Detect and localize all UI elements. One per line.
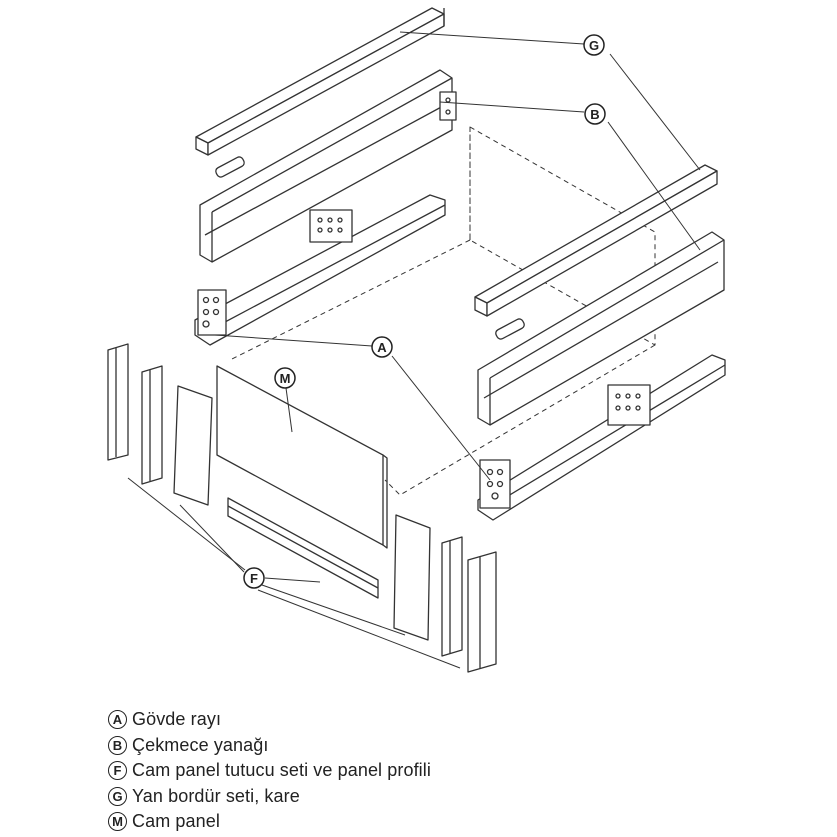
legend-item-a: A Gövde rayı	[108, 707, 708, 733]
legend-item-b: B Çekmece yanağı	[108, 733, 708, 759]
legend-text-m: Cam panel	[132, 811, 220, 832]
legend-text-g: Yan bordür seti, kare	[132, 785, 300, 806]
panel-profile	[227, 497, 379, 599]
glass-strip-left	[173, 385, 213, 506]
body-rail-right	[477, 354, 726, 521]
svg-text:B: B	[590, 107, 599, 122]
legend-badge-a: A	[108, 710, 127, 730]
legend-badge-g: G	[108, 786, 127, 806]
exploded-drawer-diagram: G B A M F	[107, 7, 726, 673]
glass-strip-right	[393, 514, 431, 641]
legend-text-f: Cam panel tutucu seti ve panel profili	[132, 760, 431, 781]
legend-badge-b: B	[108, 735, 127, 755]
svg-text:G: G	[589, 38, 599, 53]
glass-panel	[216, 365, 388, 549]
drawer-side-left	[199, 69, 457, 263]
callout-b: B	[584, 103, 606, 125]
cap-left	[215, 156, 245, 178]
leader-lines	[127, 31, 701, 669]
drawer-side-right	[477, 231, 725, 426]
side-border-left	[195, 7, 445, 156]
callout-m: M	[274, 367, 296, 389]
side-border-right	[474, 164, 718, 317]
legend-badge-m: M	[108, 812, 127, 832]
svg-text:A: A	[377, 340, 387, 355]
callout-f: F	[243, 567, 265, 589]
body-rail-left	[194, 194, 446, 346]
legend-badge-f: F	[108, 761, 127, 781]
legend-item-f: F Cam panel tutucu seti ve panel profili	[108, 758, 708, 784]
panel-holder-right	[441, 536, 497, 673]
panel-holder-left	[107, 343, 163, 485]
drawer-box-outline	[229, 126, 656, 496]
callout-a: A	[371, 336, 393, 358]
cap-right	[495, 318, 525, 340]
legend-text-a: Gövde rayı	[132, 709, 222, 730]
legend-item-m: M Cam panel	[108, 809, 708, 835]
svg-text:F: F	[250, 571, 258, 586]
callout-g: G	[583, 34, 605, 56]
legend-text-b: Çekmece yanağı	[132, 734, 269, 755]
legend-item-g: G Yan bordür seti, kare	[108, 784, 708, 810]
legend: A Gövde rayı B Çekmece yanağı F Cam pane…	[108, 707, 708, 835]
svg-text:M: M	[280, 371, 291, 386]
